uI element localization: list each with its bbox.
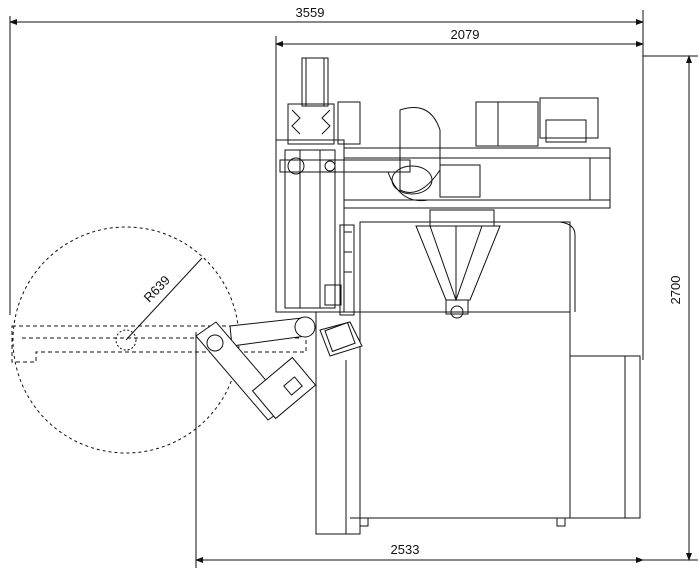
vertical-column bbox=[275, 139, 355, 316]
dim-base-width: 2533 bbox=[391, 542, 420, 557]
dim-frame-width: 2079 bbox=[451, 27, 480, 42]
dimension-lines bbox=[9, 10, 698, 568]
upper-assembly bbox=[279, 57, 611, 319]
dim-overall-height: 2700 bbox=[668, 276, 683, 305]
dim-swing-radius: R639 bbox=[141, 272, 173, 305]
dim-overall-width: 3559 bbox=[296, 5, 325, 20]
swing-arm bbox=[195, 316, 363, 421]
machine-base bbox=[315, 221, 641, 535]
